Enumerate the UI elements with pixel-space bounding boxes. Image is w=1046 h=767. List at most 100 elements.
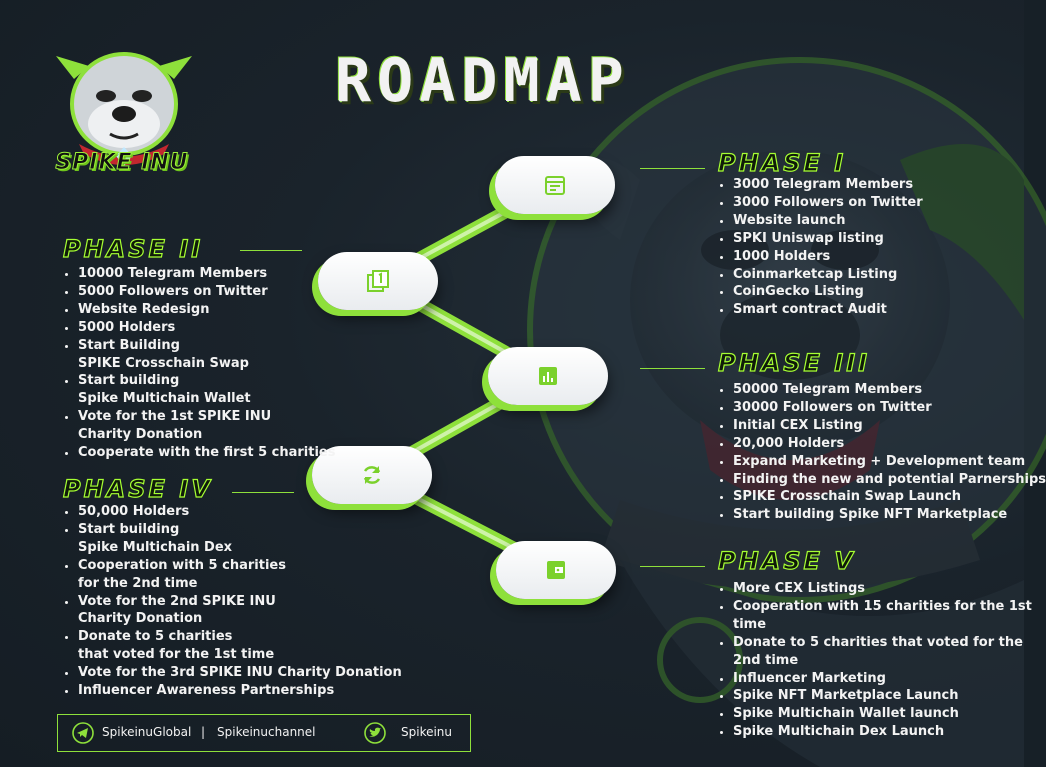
phase-5-item: More CEX Listings (715, 580, 1032, 598)
phase-3-item: SPIKE Crosschain Swap Launch (715, 488, 1046, 506)
phase-1-rule (640, 168, 705, 169)
phase-item-text: SPIKE Crosschain Swap Launch (733, 489, 962, 505)
phase-5-item: Cooperation with 15 charities for the 1s… (715, 598, 1032, 634)
phase-item-text: 50,000 Holders (78, 504, 190, 519)
refresh-icon (363, 466, 381, 484)
phase-item-text: time (733, 616, 767, 632)
phase-5-item: Spike Multichain Dex Launch (715, 723, 1032, 741)
phase-item-text: Charity Donation (78, 427, 203, 443)
phase-3-item: Expand Marketing + Development team (715, 453, 1046, 471)
phase-1-list: 3000 Telegram Members 3000 Followers on T… (715, 176, 923, 319)
phase-5-item: Donate to 5 charities that voted for the… (715, 634, 1032, 670)
phase-3-item: Start building Spike NFT Marketplace (715, 506, 1046, 524)
phase-item-text: 5000 Holders (78, 319, 176, 335)
phase-3-item: 20,000 Holders (715, 435, 1046, 453)
phase-3-item: Initial CEX Listing (715, 417, 1046, 435)
phase-item-text: 3000 Telegram Members (733, 177, 914, 192)
phase-3-list: 50000 Telegram Members 30000 Followers on… (715, 381, 1046, 524)
twitter-icon[interactable] (364, 722, 386, 744)
phase-3-title: PHASE III (717, 348, 871, 377)
phase-item-text: Charity Donation (78, 611, 203, 627)
telegram-channel-link[interactable]: Spikeinuchannel (217, 725, 316, 739)
social-footer: SpikeinuGlobal | Spikeinuchannel Spikein… (57, 714, 471, 752)
phase-4-item: Vote for the 3rd SPIKE INU Charity Donat… (60, 664, 402, 682)
phase-node-2 (318, 252, 438, 310)
phase-item-text: 1000 Holders (733, 248, 831, 264)
calendar-icon (545, 176, 565, 195)
phase-item-text: 5000 Followers on Twitter (78, 283, 268, 299)
phase-item-text: SPIKE Crosschain Swap (78, 355, 249, 371)
phase-4-item: 50,000 Holders (60, 503, 402, 521)
phase-item-text: Spike Multichain Wallet (78, 391, 251, 407)
phase-1-item: Smart contract Audit (715, 301, 923, 319)
phase-item-text: Donate to 5 charities that voted for the (733, 634, 1023, 650)
phase-3-rule (640, 368, 705, 369)
phase-5-rule (640, 566, 705, 567)
phase-item-text: Spike NFT Marketplace Launch (733, 688, 959, 704)
brand-name: SPIKE INU (55, 150, 189, 176)
phase-node-3 (488, 347, 608, 405)
phase-4-rule (232, 492, 294, 493)
phase-item-text: 20,000 Holders (733, 435, 845, 451)
phase-2-item: Cooperate with the first 5 charities (60, 444, 335, 462)
phase-item-text: Spike Multichain Dex Launch (733, 724, 945, 740)
phase-item-text: Vote for the 2nd SPIKE INU (78, 593, 276, 609)
phase-item-text: Spike Multichain Wallet launch (733, 706, 959, 722)
wallet-icon (547, 561, 565, 579)
phase-5-title: PHASE V (717, 546, 856, 575)
phase-3-item: Finding the new and potential Parnership… (715, 471, 1046, 489)
phase-1-item: SPKI Uniswap listing (715, 230, 923, 248)
phase-item-text: 2nd time (733, 652, 799, 668)
telegram-group-link[interactable]: SpikeinuGlobal (102, 725, 192, 739)
telegram-icon[interactable] (72, 722, 94, 744)
phase-4-item: Influencer Awareness Partnerships (60, 682, 402, 700)
phase-1-item: 3000 Followers on Twitter (715, 194, 923, 212)
phase-1-title: PHASE I (717, 148, 847, 177)
phase-item-text: Start Building (78, 337, 180, 353)
phase-item-text: for the 2nd time (78, 575, 198, 591)
phase-item-text: Influencer Marketing (733, 670, 886, 686)
phase-2-item: 5000 Followers on Twitter (60, 283, 335, 301)
phase-3-item: 50000 Telegram Members (715, 381, 1046, 399)
phase-item-text: Start building (78, 521, 180, 537)
phase-item-text: Website Redesign (78, 301, 210, 317)
bar-chart-icon (539, 367, 557, 385)
phase-1-item: CoinGecko Listing (715, 283, 923, 301)
phase-3-item: 30000 Followers on Twitter (715, 399, 1046, 417)
phase-2-item: 10000 Telegram Members (60, 265, 335, 283)
phase-item-text: Start building (78, 373, 180, 389)
phase-1-item: 1000 Holders (715, 248, 923, 266)
phase-node-1 (495, 156, 615, 214)
spike-inu-logo (56, 52, 192, 166)
phase-item-text: 50000 Telegram Members (733, 382, 923, 397)
phase-item-text: Website launch (733, 212, 846, 228)
phase-item-text: Initial CEX Listing (733, 417, 863, 433)
phase-item-text: Coinmarketcap Listing (733, 266, 898, 282)
phase-item-text: SPKI Uniswap listing (733, 230, 884, 246)
phase-2-rule (240, 250, 302, 251)
phase-2-item: 5000 Holders (60, 319, 335, 337)
phase-item-text: that voted for the 1st time (78, 647, 275, 663)
phase-item-text: More CEX Listings (733, 581, 866, 596)
phase-4-item: Vote for the 2nd SPIKE INU Charity Donati… (60, 593, 402, 629)
copy-one-icon (367, 270, 389, 292)
phase-4-title: PHASE IV (62, 474, 213, 503)
phase-item-text: Cooperate with the first 5 charities (78, 445, 336, 461)
twitter-link[interactable]: Spikeinu (401, 725, 453, 739)
phase-item-text: Influencer Awareness Partnerships (78, 683, 335, 699)
phase-item-text: 3000 Followers on Twitter (733, 194, 923, 210)
phase-1-item: Website launch (715, 212, 923, 230)
phase-item-text: Vote for the 3rd SPIKE INU Charity Donat… (78, 665, 402, 681)
phase-item-text: Cooperation with 5 charities (78, 557, 286, 573)
phase-item-text: Cooperation with 15 charities for the 1s… (733, 598, 1032, 614)
phase-item-text: Finding the new and potential Parnership… (733, 471, 1046, 487)
phase-item-text: 30000 Followers on Twitter (733, 399, 932, 415)
